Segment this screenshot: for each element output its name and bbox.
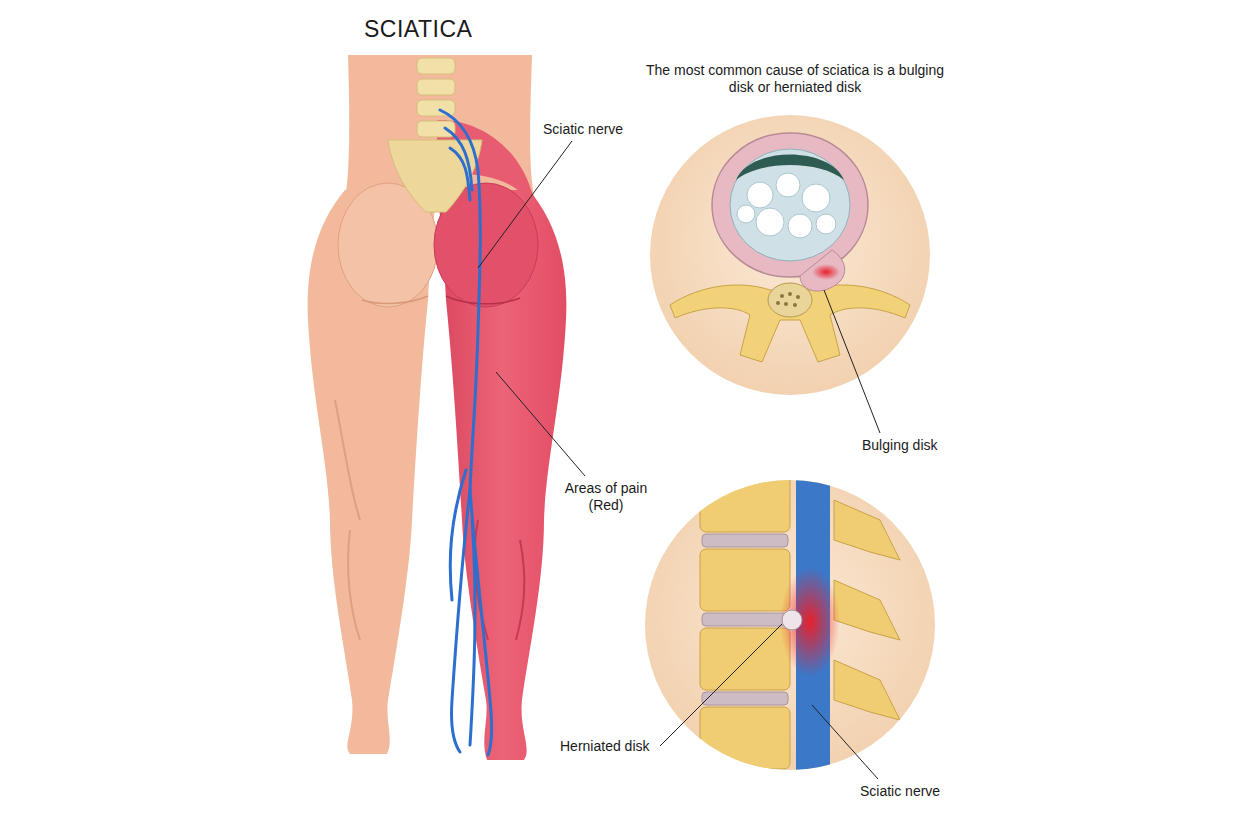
disk-cross-section bbox=[650, 115, 930, 395]
part-label: Areas of pain (Red) bbox=[556, 480, 656, 514]
diagram-title: SCIATICA bbox=[364, 16, 472, 44]
sciatic-nerve bbox=[440, 110, 492, 755]
part-label: Bulging disk bbox=[862, 437, 938, 454]
body-figure bbox=[308, 55, 567, 760]
spine-side-view bbox=[645, 460, 935, 790]
part-label: Sciatic nerve bbox=[860, 783, 940, 800]
cause-note: The most common cause of sciatica is a b… bbox=[640, 62, 950, 96]
part-label: Sciatic nerve bbox=[543, 121, 623, 138]
leader-lines bbox=[478, 141, 880, 779]
part-label: Herniated disk bbox=[560, 738, 650, 755]
